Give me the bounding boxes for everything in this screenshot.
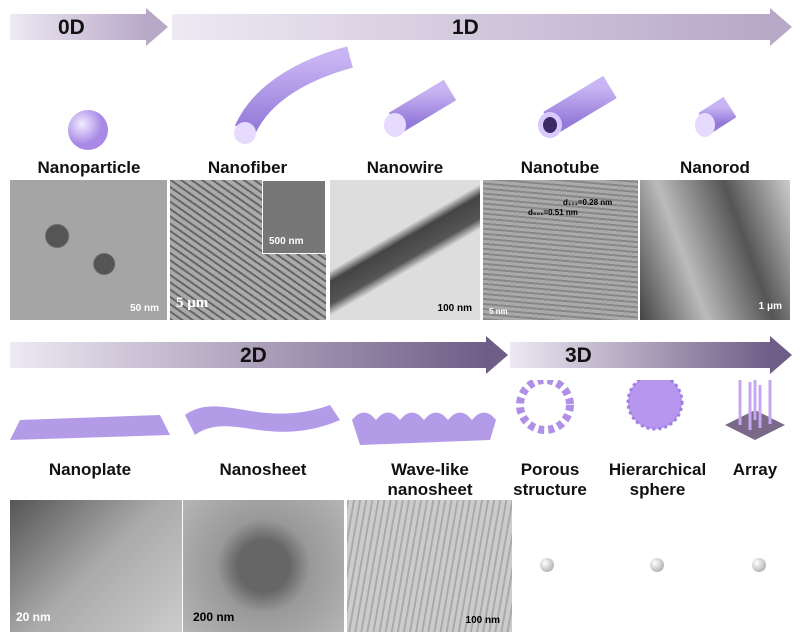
1d-shapes [68,46,737,150]
label-3d: 3D [565,344,592,367]
nanoplate-tem-image: 20 nm [10,500,182,632]
arrow-0d: 0D [10,8,168,46]
wave-nanosheet-shape [352,412,496,445]
label-wave-nanosheet: Wave-like nanosheet [387,460,473,499]
nanotube-shape [543,75,617,135]
nanotube-hrtem-image: d₁₁₁=0.28 nm d₀₀₁=0.51 nm 5 nm [483,180,638,320]
label-porous-structure: Porous structure [513,460,587,499]
placeholder-dot [752,558,766,572]
arrow-3d: 3D [510,336,792,374]
nanofiber-sem-image: 500 nm 5 μm [170,180,326,320]
hierarchical-sphere-shape [626,380,684,431]
label-0d: 0D [58,16,85,39]
nanorod-sem-image: 1 μm [640,180,790,320]
porous-structure-shape [516,380,574,434]
placeholder-dot [540,558,554,572]
label-nanowire: Nanowire [366,158,444,177]
nanowire-shape [388,79,457,134]
nanofiber-shape [234,46,353,136]
label-nanoparticle: Nanoparticle [37,158,141,177]
nanowire-tem-image: 100 nm [330,180,480,320]
label-1d: 1D [452,16,479,39]
label-nanosheet: Nanosheet [219,460,307,479]
nanoparticle-shape [68,110,108,150]
placeholder-dot [650,558,664,572]
nanoplate-shape [10,415,170,440]
scale-bar: 5 μm [176,295,209,311]
nanosheet-tem-image: 200 nm [183,500,344,632]
label-2d: 2D [240,344,267,367]
array-rods [738,380,772,430]
nanosheet-shape [185,405,340,435]
arrow-2d: 2D [10,336,508,374]
nanofiber-inset: 500 nm [262,180,326,254]
label-nanotube: Nanotube [520,158,600,177]
2d-3d-shapes [10,380,785,445]
nanoparticle-tem-image: 50 nm [10,180,167,320]
label-nanoplate: Nanoplate [48,460,132,479]
wave-nanosheet-image: 100 nm [347,500,512,632]
label-array: Array [732,460,778,479]
arrow-1d: 1D [172,8,792,46]
label-nanorod: Nanorod [680,158,750,177]
scale-bar: 50 nm [130,303,159,314]
label-nanofiber: Nanofiber [207,158,288,177]
label-hierarchical-sphere: Hierarchical sphere [608,460,707,499]
